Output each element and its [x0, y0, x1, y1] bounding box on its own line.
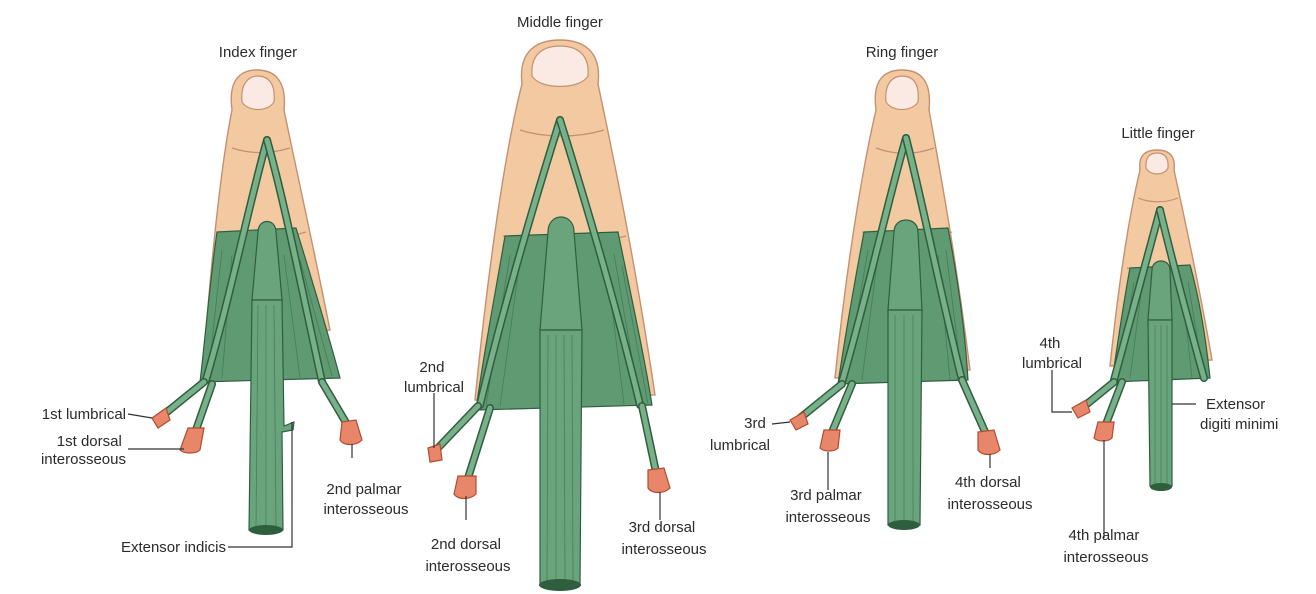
fourth-lumbrical-muscle [1072, 400, 1090, 418]
label-extensor-digiti-minimi: Extensor digiti minimi [1200, 396, 1278, 433]
label-3rd-dorsal-interosseous: 3rd dorsal interosseous [621, 519, 706, 558]
middle-nail [532, 46, 588, 87]
label-4th-dorsal-interosseous: 4th dorsal interosseous [947, 474, 1032, 513]
ring-nail [886, 76, 919, 110]
label-2nd-dorsal-interosseous: 2nd dorsal interosseous [425, 536, 510, 575]
little-nail [1146, 153, 1168, 174]
extensor-digiti-minimi-tendon [1148, 320, 1172, 486]
ring-tendon-cut-end [888, 520, 920, 530]
label-3rd-lumbrical: 3rd lumbrical [710, 415, 770, 454]
index-tendon-cut-end [249, 525, 283, 535]
second-dorsal-interosseous-muscle [454, 476, 476, 499]
ring-extensor-tendon [888, 310, 922, 525]
middle-tendon-cut-end [539, 579, 581, 591]
third-palmar-interosseous-muscle [820, 430, 840, 451]
label-1st-lumbrical: 1st lumbrical [42, 406, 126, 423]
little-finger-title: Little finger [1121, 125, 1194, 142]
label-4th-palmar-interosseous: 4th palmar interosseous [1063, 527, 1148, 566]
index-finger-title: Index finger [219, 44, 297, 61]
ring-finger-title: Ring finger [866, 44, 939, 61]
middle-finger-title: Middle finger [517, 14, 603, 31]
third-lumbrical-muscle [790, 412, 808, 430]
fourth-dorsal-interosseous-muscle [978, 430, 1000, 455]
ring-finger: Ring finger [790, 44, 1000, 530]
label-3rd-palmar-interosseous: 3rd palmar interosseous [785, 487, 870, 526]
fourth-palmar-interosseous-muscle [1094, 422, 1114, 441]
second-lumbrical-muscle [428, 444, 442, 462]
little-central-slip [1148, 261, 1172, 320]
middle-finger: Middle finger [428, 14, 670, 591]
label-2nd-palmar-interosseous: 2nd palmar interosseous [323, 481, 408, 518]
label-extensor-indicis: Extensor indicis [121, 539, 226, 556]
first-lumbrical-muscle [152, 408, 170, 428]
label-4th-lumbrical: 4th lumbrical [1022, 335, 1082, 372]
index-finger: Index finger [152, 44, 362, 535]
label-2nd-lumbrical: 2nd lumbrical [404, 359, 464, 396]
little-finger: Little finger [1072, 125, 1212, 491]
third-dorsal-interosseous-muscle [648, 468, 670, 493]
second-palmar-interosseous-muscle [340, 420, 362, 445]
index-nail [242, 76, 275, 110]
little-tendon-cut-end [1150, 483, 1172, 491]
middle-extensor-tendon [540, 330, 582, 585]
label-1st-dorsal-interosseous: 1st dorsal interosseous [41, 433, 126, 468]
